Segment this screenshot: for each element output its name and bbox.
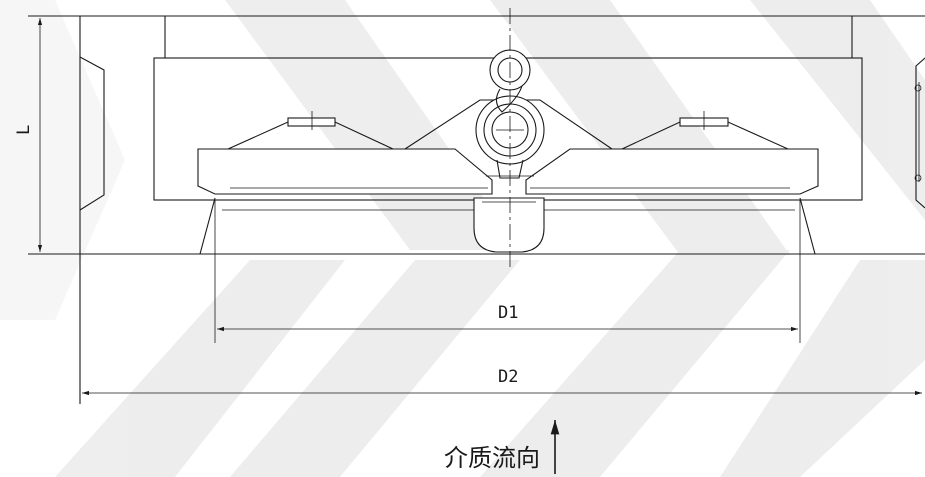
dimension-d1-label: D1	[498, 303, 518, 323]
dimension-D1: D1	[214, 200, 801, 343]
dimension-d2-label: D2	[498, 367, 518, 387]
flow-direction: 介质流向	[444, 420, 560, 474]
disc-plates	[197, 99, 819, 253]
dimension-D2: D2	[82, 367, 922, 396]
dimension-l-label: L	[14, 125, 34, 135]
dimension-L: L	[14, 18, 43, 252]
flow-direction-label: 介质流向	[444, 444, 540, 472]
